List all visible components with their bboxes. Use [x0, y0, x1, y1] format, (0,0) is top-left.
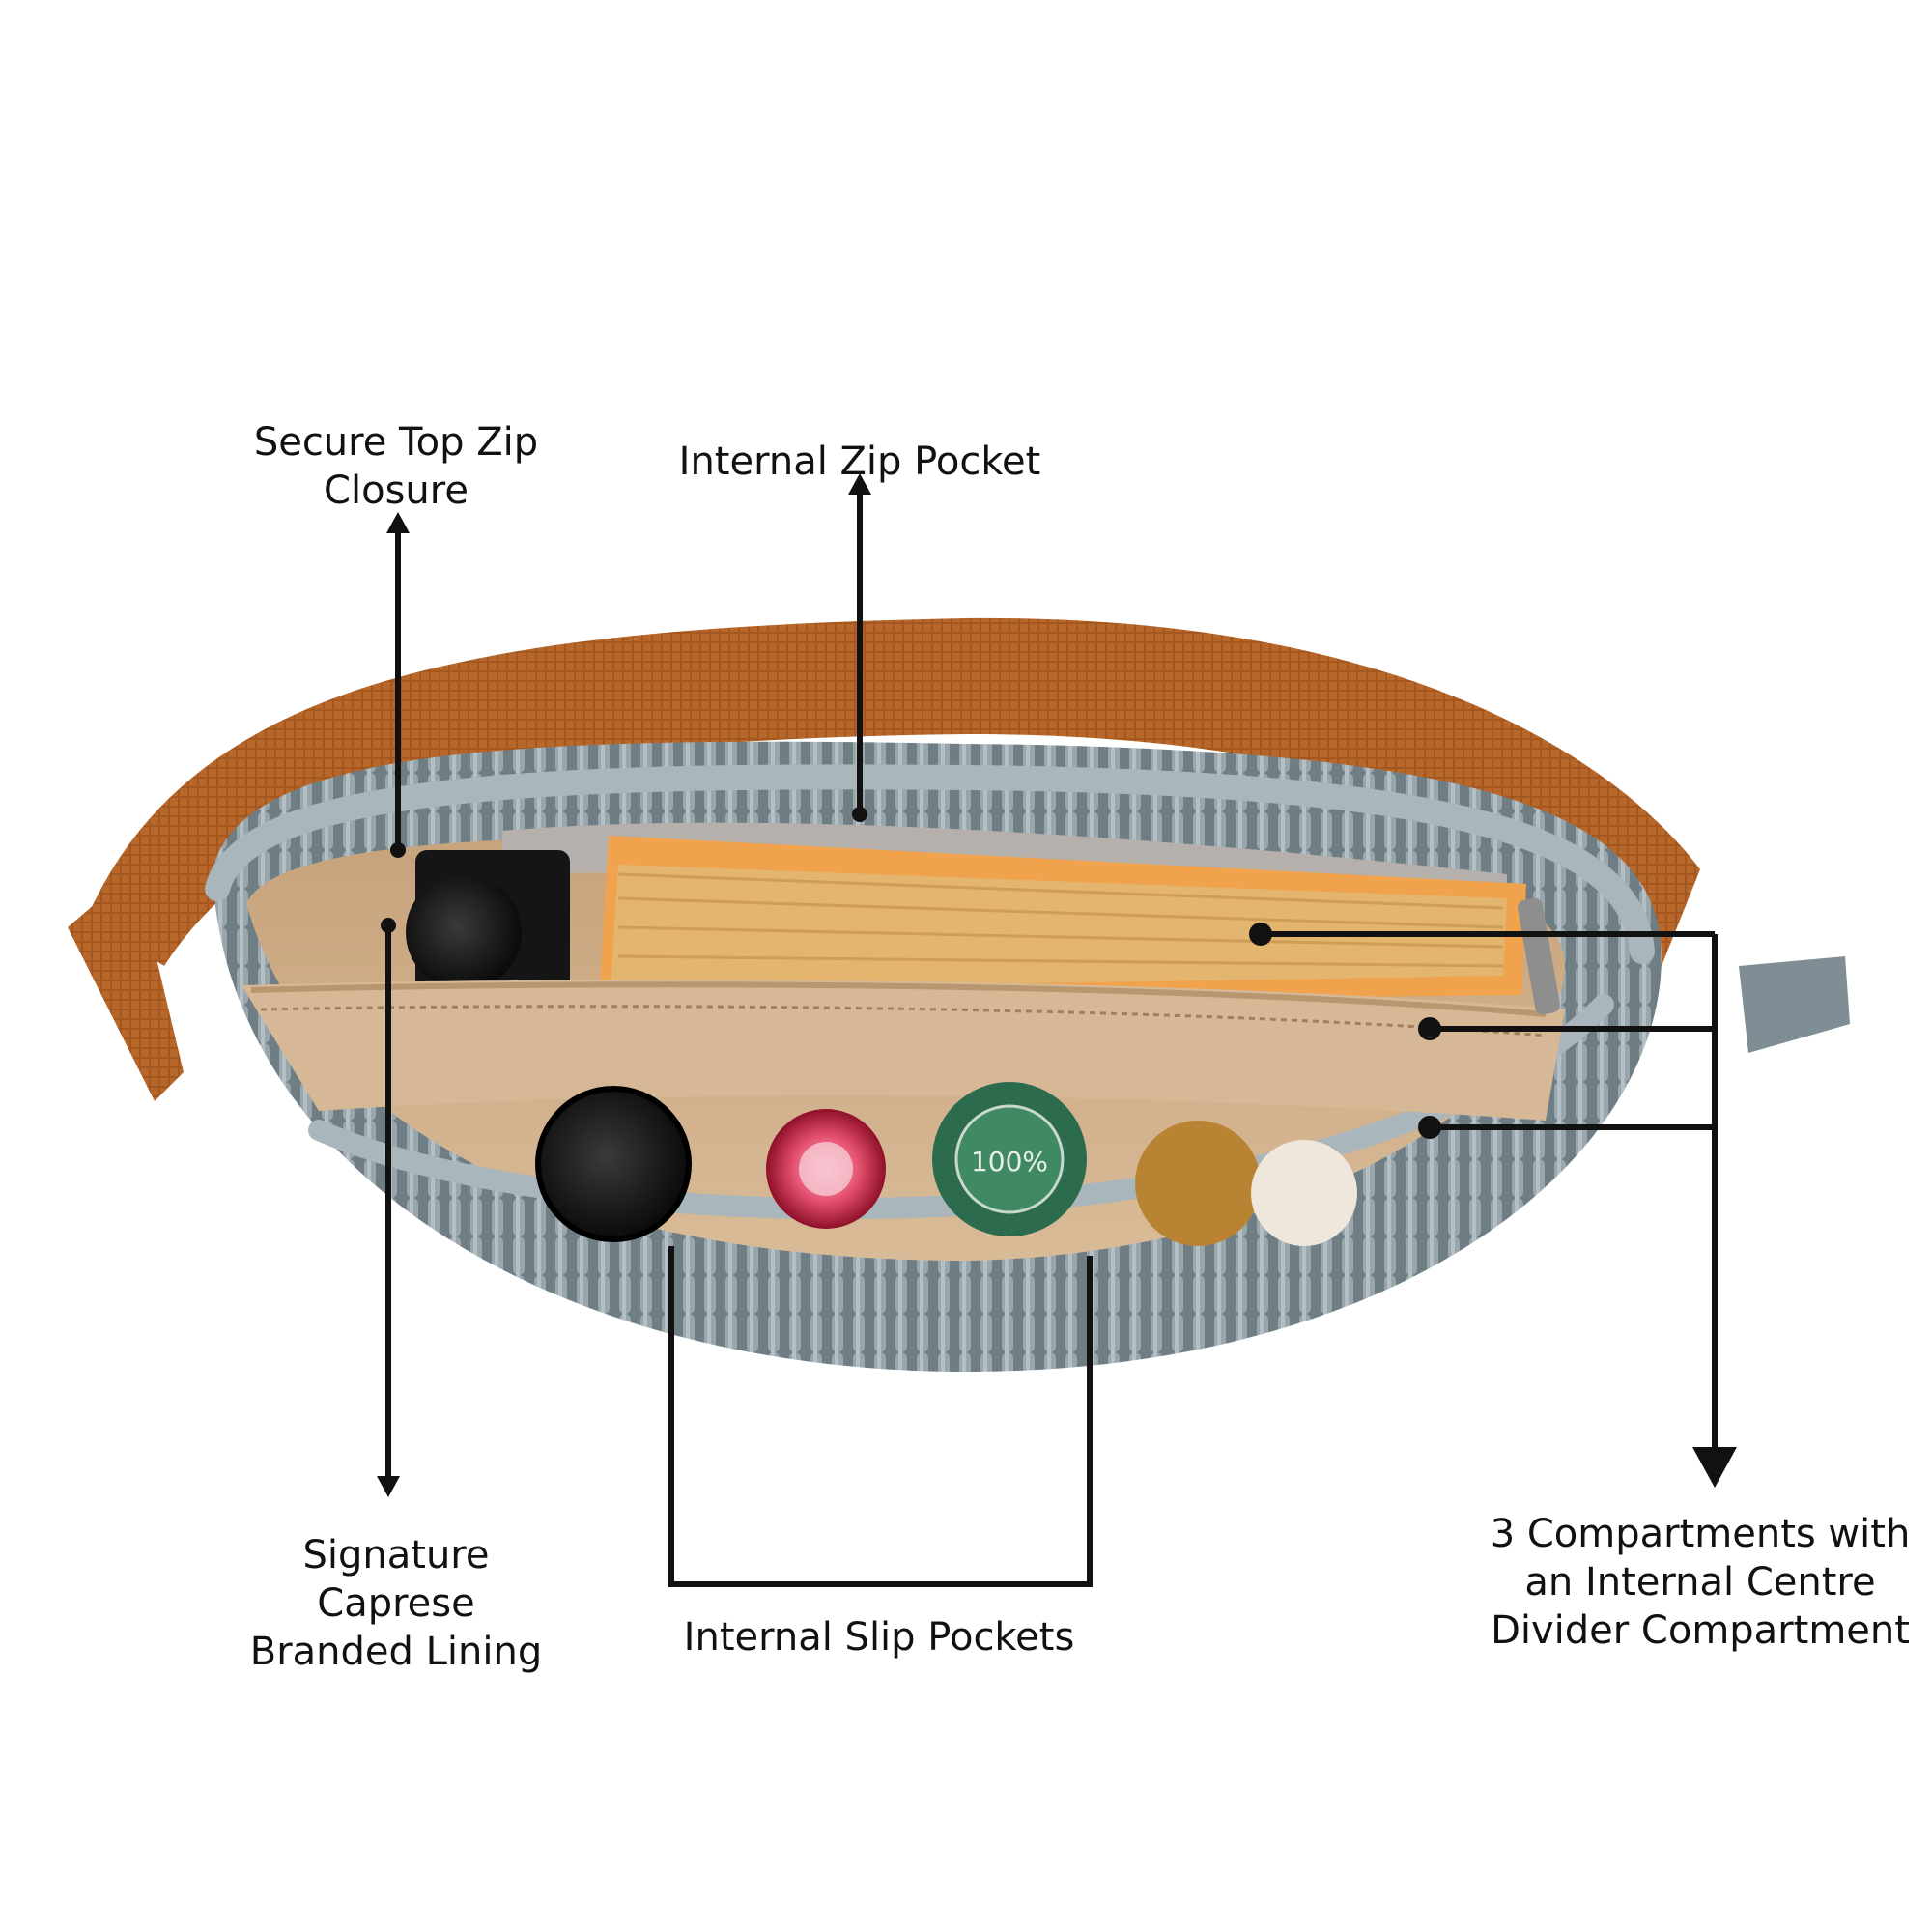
callout-slip-pockets-line1: Internal Slip Pockets: [683, 1615, 1075, 1660]
callout-branded-lining-line2: Branded Lining: [249, 1630, 543, 1674]
annotation-markers: [377, 473, 1737, 1497]
arrow-up-icon: [386, 512, 410, 533]
arrow-down-icon: [377, 1476, 400, 1497]
callout-branded-lining-line1: Signature Caprese: [302, 1533, 490, 1626]
callout-compartments-line2: an Internal Centre: [1524, 1560, 1876, 1605]
callout-internal-zip: Internal Zip Pocket: [657, 438, 1063, 486]
callout-top-zip-line2: Closure: [324, 469, 469, 513]
callout-compartments-line1: 3 Compartments with: [1490, 1512, 1911, 1556]
callout-compartments: 3 Compartments with an Internal Centre D…: [1488, 1510, 1913, 1655]
callout-internal-zip-line1: Internal Zip Pocket: [678, 440, 1041, 484]
arrow-down-icon: [1692, 1447, 1737, 1488]
strap: [68, 617, 1700, 1101]
centre-divider: [242, 980, 1565, 1121]
callout-compartments-line3: Divider Compartment: [1491, 1608, 1910, 1653]
bottle-label: 100%: [971, 1146, 1048, 1178]
zipper-pull: [1518, 897, 1850, 1053]
callout-slip-pockets: Internal Slip Pockets: [667, 1613, 1092, 1662]
callout-top-zip-line1: Secure Top Zip: [253, 420, 539, 465]
arrow-up-icon: [848, 473, 871, 495]
book: [599, 836, 1526, 1005]
annotation-lines: [385, 488, 1718, 1587]
black-cylinder-top: [406, 850, 570, 995]
callout-top-zip: Secure Top Zip Closure: [222, 418, 570, 515]
bottles: 100%: [535, 1082, 1357, 1246]
callout-branded-lining: Signature Caprese Branded Lining: [222, 1531, 570, 1676]
